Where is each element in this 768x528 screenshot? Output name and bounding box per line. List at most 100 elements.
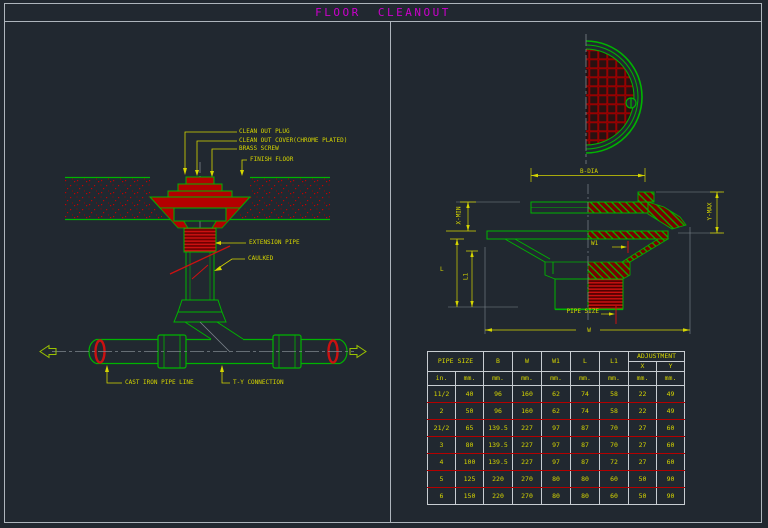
cell: 96: [483, 385, 514, 403]
cell: 6: [427, 487, 456, 505]
extension-pipe: [173, 251, 227, 323]
cell: 49: [656, 385, 686, 403]
dimension-table: PIPE SIZE B W W1 L L1 ADJUSTMENT X Y in.…: [426, 351, 686, 505]
unit-cell: mm.: [628, 371, 658, 386]
cell: 150: [454, 487, 485, 505]
col-header-l1: L1: [599, 351, 630, 372]
y-branch: [184, 321, 244, 353]
cell: 125: [454, 470, 485, 488]
cell: 27: [628, 419, 658, 437]
cell: 139.5: [483, 419, 514, 437]
cell: 97: [541, 453, 572, 471]
unit-cell: mm.: [512, 371, 543, 386]
drawing-title: FLOOR CLEANOUT: [315, 5, 451, 19]
cell: 60: [656, 419, 686, 437]
cell: 160: [512, 385, 543, 403]
dim-label-w1: W1: [591, 240, 599, 247]
unit-cell: mm.: [599, 371, 630, 386]
col-header-b: B: [483, 351, 514, 372]
threaded-outlet-right: [587, 278, 624, 310]
cell: 60: [656, 453, 686, 471]
cell: 270: [512, 470, 543, 488]
cell: 80: [454, 436, 485, 454]
cell: 80: [541, 470, 572, 488]
cleanout-detail-panel: B-DIA Y-MAX X-MIN L L1 W1 PIPE SIZE W: [390, 22, 764, 523]
cleanout-body-section: [486, 184, 687, 320]
cell: 227: [512, 436, 543, 454]
cell: 87: [570, 419, 601, 437]
cell: 50: [628, 487, 658, 505]
dim-label-w: W: [580, 327, 598, 334]
cell: 60: [656, 436, 686, 454]
cell: 5: [427, 470, 456, 488]
dim-y-max: [656, 191, 724, 234]
cell: 58: [599, 385, 630, 403]
unit-cell: in.: [427, 371, 456, 386]
cell: 90: [656, 487, 686, 505]
cell: 70: [599, 436, 630, 454]
leader-arrowheads: [105, 168, 244, 372]
sheet-border: [4, 3, 762, 523]
cell: 87: [570, 453, 601, 471]
cell: 227: [512, 453, 543, 471]
col-header-w1: W1: [541, 351, 572, 372]
cell: 4: [427, 453, 456, 471]
dim-label-b-dia: B-DIA: [573, 168, 605, 175]
cell: 227: [512, 419, 543, 437]
floor-slab: [65, 176, 330, 221]
cell: 74: [570, 385, 601, 403]
cell: 80: [570, 487, 601, 505]
cell: 97: [541, 436, 572, 454]
col-header-adjustment: ADJUSTMENT: [628, 351, 686, 362]
dim-pipe-size: [601, 306, 617, 324]
cast-iron-pipe: [52, 334, 354, 369]
cell: 60: [599, 487, 630, 505]
threaded-outlet-left: [554, 278, 589, 310]
cell: 27: [628, 436, 658, 454]
cell: 50: [628, 470, 658, 488]
cleanout-fitting: [148, 176, 252, 253]
cell: 160: [512, 402, 543, 420]
dim-label-y-max: Y-MAX: [706, 202, 714, 221]
cell: 80: [541, 487, 572, 505]
flow-arrow-right: [349, 344, 367, 359]
cell: 21/2: [427, 419, 456, 437]
dim-label-l1: L1: [462, 272, 470, 281]
cell: 74: [570, 402, 601, 420]
cell: 11/2: [427, 385, 456, 403]
dim-w: [484, 227, 691, 334]
callout-cast-iron-pipe-line: CAST IRON PIPE LINE: [125, 379, 194, 386]
flow-arrow-left: [39, 344, 57, 359]
dim-b-dia: [530, 168, 646, 182]
cell: 87: [570, 436, 601, 454]
cell: 80: [570, 470, 601, 488]
installation-section-panel: CLEAN OUT PLUG CLEAN OUT COVER(CHROME PL…: [4, 22, 390, 523]
dim-w1: [612, 241, 629, 253]
cell: 50: [454, 402, 485, 420]
unit-cell: mm.: [483, 371, 514, 386]
cell: 40: [454, 385, 485, 403]
cell: 3: [427, 436, 456, 454]
cell: 65: [454, 419, 485, 437]
cell: 100: [454, 453, 485, 471]
cell: 90: [656, 470, 686, 488]
dim-label-x-min: X-MIN: [455, 206, 463, 225]
dim-x-min: [446, 201, 520, 232]
cleanout-detail-drawing: [446, 34, 724, 334]
unit-cell: mm.: [656, 371, 686, 386]
cell: 139.5: [483, 436, 514, 454]
cell: 97: [541, 419, 572, 437]
title-bar: FLOOR CLEANOUT: [4, 3, 762, 22]
units-row: in. mm. mm. mm. mm. mm. mm. mm. mm.: [427, 371, 686, 386]
cell: 49: [656, 402, 686, 420]
cell: 60: [599, 470, 630, 488]
dim-label-pipe-size: PIPE SIZE: [566, 308, 599, 315]
cell: 139.5: [483, 453, 514, 471]
cell: 220: [483, 487, 514, 505]
